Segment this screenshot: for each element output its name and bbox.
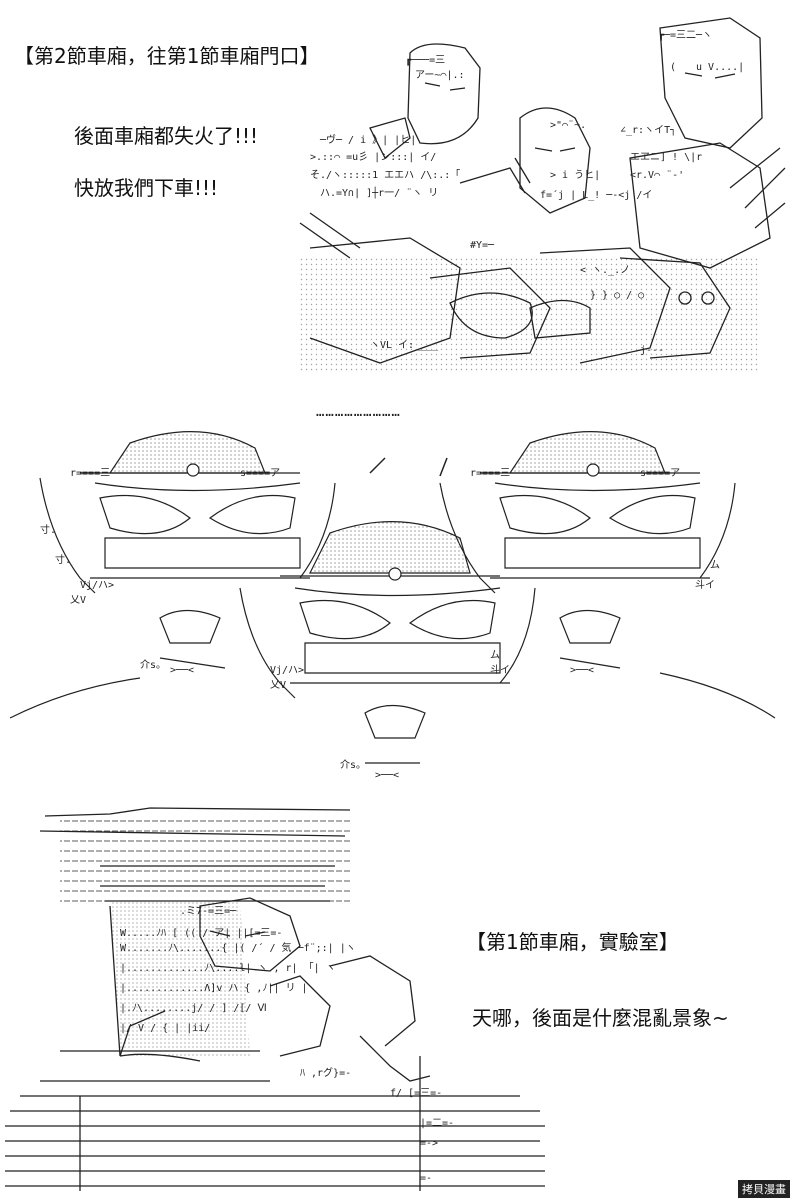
svg-text:ﾊ ,rグ}=-: ﾊ ,rグ}=- xyxy=(300,1066,351,1079)
crowd-ascii-art-icon: ┏─=三二─ヽ ┏───=三 アー~⌒|.: ( u V....| ─ヴ─ / … xyxy=(290,8,790,380)
panel2-ellipsis: ……………………… xyxy=(316,404,401,420)
svg-text:|.............Λ]v ハ { ,ﾉ|: |.............Λ]v ハ { ,ﾉ|| リ | xyxy=(120,983,308,994)
svg-text:( u V....|: ( u V....| xyxy=(670,62,744,73)
svg-text:>.::⌒ =u彡 |ン:::| イ/: >.::⌒ =u彡 |ン:::| イ/ xyxy=(310,152,436,163)
panel1-speech-line2: 快放我們下車!!! xyxy=(74,176,219,200)
svg-text:ム: ム xyxy=(490,649,500,661)
svg-text:r====三: r====三 xyxy=(70,468,110,479)
svg-text:>──<: >──< xyxy=(570,665,594,676)
panel3-speech: 天哪，後面是什麼混亂景象~ xyxy=(472,1006,729,1030)
svg-text:W.....ﾉﾊ [ (( / ア| ||[=三=-: W.....ﾉﾊ [ (( / ア| ||[=三=- xyxy=(120,928,282,939)
svg-text:#Y=─: #Y=─ xyxy=(470,240,495,251)
panel3-caption: 【第1節車廂，實驗室】 xyxy=(466,930,679,954)
svg-text:f=´j | L_! ─-<j /イ: f=´j | L_! ─-<j /イ xyxy=(540,189,652,201)
svg-text:j---: j--- xyxy=(640,345,664,356)
svg-text:介s。: 介s。 xyxy=(140,659,166,671)
svg-text:s====ア: s====ア xyxy=(640,468,680,479)
svg-text:<r.V⌒ ¨-': <r.V⌒ ¨-' xyxy=(630,170,684,181)
svg-text:} } ○ / ○: } } ○ / ○ xyxy=(590,290,644,301)
svg-text:>──<: >──< xyxy=(375,770,399,781)
svg-text:┏─=三二─ヽ: ┏─=三二─ヽ xyxy=(658,30,712,41)
watermark-label: 拷貝漫畫 xyxy=(738,1180,790,1198)
svg-text:寸.: 寸. xyxy=(55,553,71,566)
svg-text:ヽVL イ:____: ヽVL イ:____ xyxy=(370,340,439,351)
svg-text:寸.: 寸. xyxy=(40,523,56,536)
svg-text:ム: ム xyxy=(710,559,720,571)
svg-text:─ヴ─ / i 》| |ヒ|: ─ヴ─ / i 》| |ヒ| xyxy=(319,133,416,146)
svg-text:斗イ: 斗イ xyxy=(490,664,510,676)
panel1-caption: 【第2節車廂，往第1節車廂門口】 xyxy=(14,44,320,68)
svg-text:アー~⌒|.:: アー~⌒|.: xyxy=(415,70,465,81)
svg-text:>"⌒¨~.: >"⌒¨~. xyxy=(550,120,586,131)
svg-text:Vj/ハ>: Vj/ハ> xyxy=(80,580,114,591)
svg-text:┏───=三: ┏───=三 xyxy=(405,55,445,66)
svg-text:f/ [=三=-: f/ [=三=- xyxy=(390,1088,442,1099)
svg-text:.ミ7-=三=─: .ミ7-=三=─ xyxy=(180,906,237,917)
svg-text:そ./ヽ:::::1 エエハ /\:.:「: そ./ヽ:::::1 エエハ /\:.:「 xyxy=(310,169,460,181)
svg-text:s====ア: s====ア xyxy=(240,468,280,479)
svg-text:乂V: 乂V xyxy=(270,680,286,691)
scientist-ascii-art-icon: .ミ7-=三=─ W.....ﾉﾊ [ (( / ア| ||[=三=- W...… xyxy=(0,806,560,1194)
svg-text:乂V: 乂V xyxy=(70,595,86,606)
svg-text:=->: =-> xyxy=(420,1138,438,1149)
svg-text:介s。: 介s。 xyxy=(340,759,366,771)
svg-text:=-: =- xyxy=(420,1173,432,1184)
svg-text:ハ.=Y∩| ]┼r一/ ¨ヽ リ: ハ.=Y∩| ]┼r一/ ¨ヽ リ xyxy=(320,186,438,199)
svg-text:|/ V / { | |ii: |/ V / { | |ii/ xyxy=(120,1023,210,1034)
svg-text:Vj/ハ>: Vj/ハ> xyxy=(270,665,304,676)
svg-text:r====三: r====三 xyxy=(470,468,510,479)
svg-text:W.......ﾉ\.......{ |( /´ /: W.......ﾉ\.......{ |( /´ / 気 ─f¨;:| |ヽ xyxy=(120,941,356,954)
svg-text:|=二=-: |=二=- xyxy=(420,1118,454,1129)
svg-text:< ヽ._.ノ: < ヽ._.ノ xyxy=(580,265,630,276)
masked-faces-ascii-art-icon: r====三 s====ア r====三 s====ア 寸. 寸. Vj/ハ> … xyxy=(10,418,790,790)
svg-text:|.ﾉ\........j/ / ] /[/: |.ﾉ\........j/ / ] /[/ Ⅵ xyxy=(120,1003,267,1014)
svg-text:> i うヒ|: > i うヒ| xyxy=(550,169,600,181)
panel1-speech-line1: 後面車廂都失火了!!! xyxy=(74,124,259,148)
svg-text:エヱニ] ! \|r: エヱニ] ! \|r xyxy=(630,152,702,163)
svg-text:∠_r:ヽイT┐: ∠_r:ヽイT┐ xyxy=(620,125,676,136)
svg-text:>──<: >──< xyxy=(170,665,194,676)
svg-text:|.............ﾉ\....l| ヽ ,: |.............ﾉ\....l| ヽ , r| 「| ヽ xyxy=(120,962,336,974)
svg-text:斗イ: 斗イ xyxy=(695,579,715,591)
